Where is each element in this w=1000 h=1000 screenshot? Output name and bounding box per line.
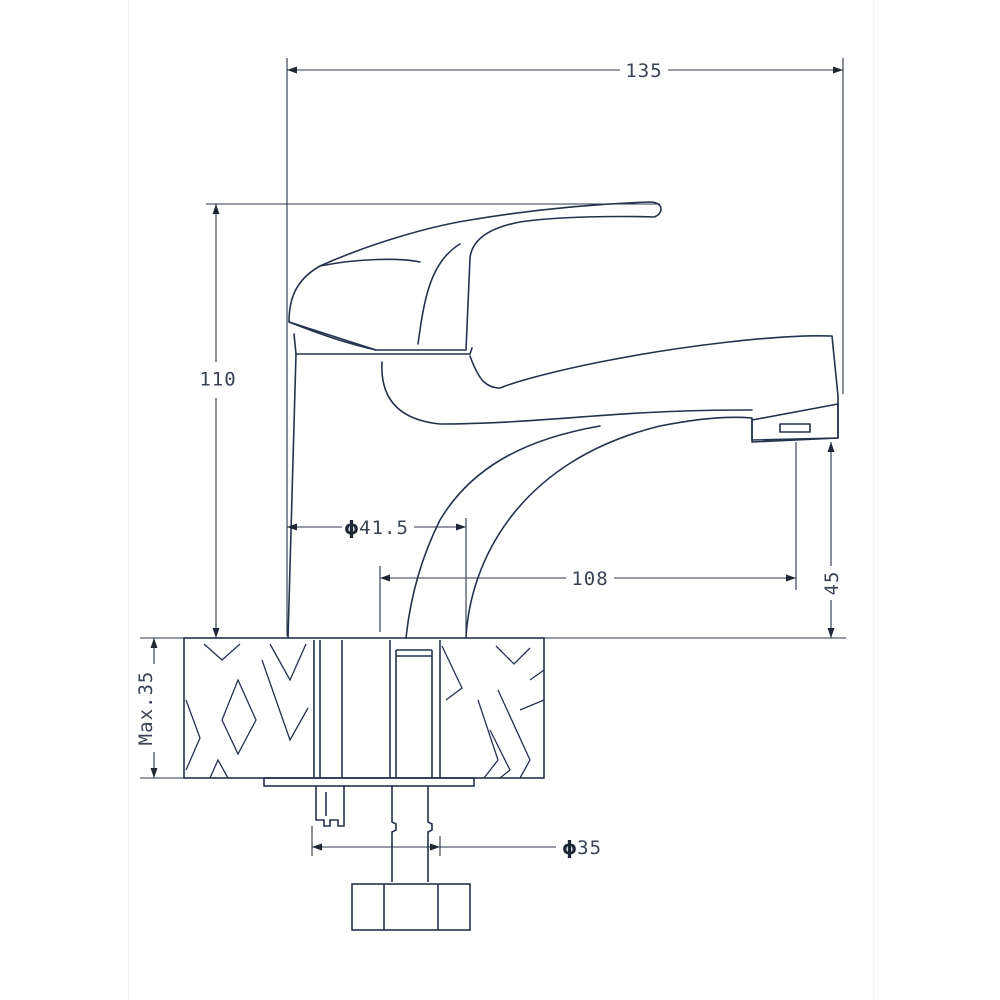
threaded-stud: [315, 786, 345, 827]
lever-inner-edge: [288, 321, 377, 351]
supply-tube: [391, 786, 433, 882]
dim-base-diameter: ϕ35: [562, 837, 602, 859]
under-deck-parts: [315, 786, 471, 931]
dim-deck-thickness: Max.35: [135, 671, 157, 746]
spout-left-edge: [405, 425, 601, 639]
diameter-symbol: ϕ: [562, 837, 577, 859]
diameter-symbol: ϕ: [344, 517, 359, 539]
dim-spout-height: 45: [821, 571, 843, 596]
dimension-lines: [140, 58, 846, 856]
lever-top-ridge: [319, 258, 421, 267]
hex-nut: [351, 883, 471, 931]
drawing-paper: [128, 0, 874, 1000]
dim-spout-reach: 108: [571, 568, 608, 590]
lever-handle: [288, 201, 662, 351]
lever-inner-curve: [417, 243, 461, 345]
faucet-body-outline: [287, 334, 839, 639]
dim-overall-width: 135: [625, 60, 662, 82]
aerator-slot: [779, 423, 811, 433]
hatch-shapes: [185, 643, 545, 779]
deck-block: [183, 637, 545, 787]
dim-height: 110: [199, 369, 236, 391]
cap-band: [293, 333, 473, 355]
faucet-body: [287, 201, 839, 639]
dim-body-diameter: ϕ41.5: [344, 517, 409, 539]
spout-lower-curve: [381, 361, 753, 425]
aerator: [751, 403, 839, 443]
